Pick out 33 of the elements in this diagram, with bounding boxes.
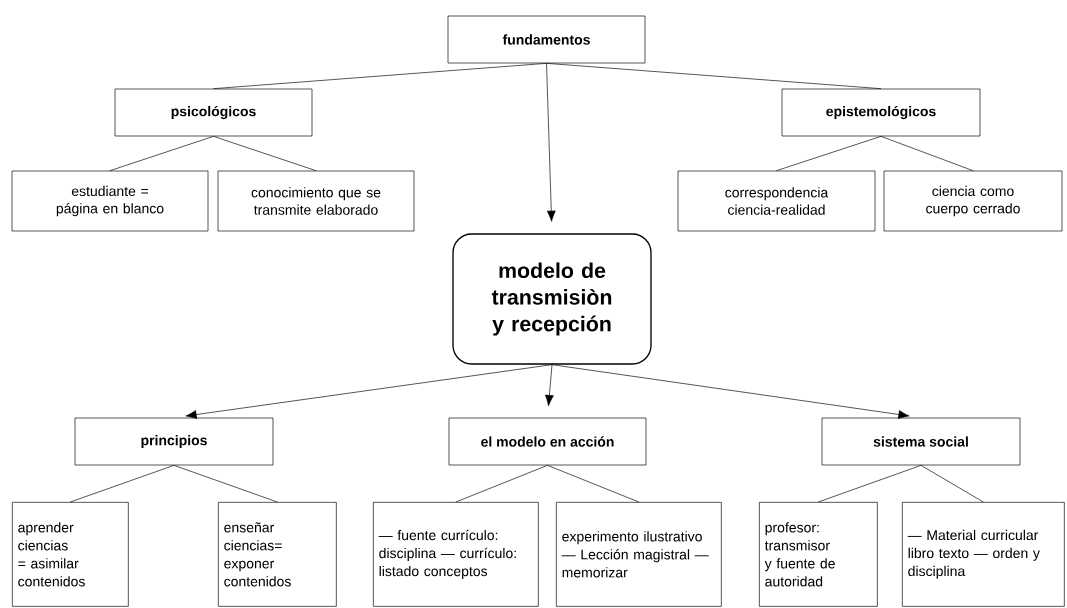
connector-line: [455, 465, 548, 503]
connector-line: [546, 63, 882, 89]
concept-box: conocimiento que se transmite elaborado: [217, 170, 415, 232]
arrow: [551, 364, 910, 419]
connector-line: [547, 465, 640, 503]
connector-line: [70, 465, 175, 503]
concept-box: ciencia como cuerpo cerrado: [883, 170, 1063, 232]
arrow: [545, 364, 554, 407]
concept-box: sistema social: [821, 417, 1021, 466]
concept-box: — fuente currículo: disciplina — currículo: listado conceptos: [373, 502, 539, 607]
connector-line: [818, 465, 922, 503]
concept-box: experimento ilustrativo — Lección magistral — memorizar: [556, 502, 722, 607]
concept-box: correspondencia ciencia-realidad: [677, 170, 876, 232]
connector-line: [776, 136, 882, 171]
connector-line: [109, 136, 214, 171]
concept-box: el modelo en acción: [448, 417, 647, 466]
concept-box: enseñar ciencias= exponer contenidos: [218, 502, 337, 607]
concept-box: — Material curricular libro texto — orden y disciplina: [902, 502, 1065, 607]
connector-line: [920, 465, 984, 503]
concept-box: psicológicos: [114, 88, 313, 137]
concept-box: profesor: transmisor y fuente de autoridad: [759, 502, 878, 607]
concept-box: estudiante = página en blanco: [11, 170, 209, 232]
concept-box: epistemológicos: [781, 88, 981, 137]
connector-line: [880, 136, 974, 171]
rounded-box: modelo de transmisiòn y recepción: [452, 233, 652, 365]
arrow: [185, 364, 553, 419]
connector-line: [213, 63, 547, 89]
concept-box: fundamentos: [447, 15, 646, 64]
arrow: [546, 63, 556, 222]
connector-line: [173, 465, 278, 503]
concept-box: aprender ciencias = asimilar contenidos: [12, 502, 129, 607]
concept-box: principios: [74, 417, 274, 466]
connector-line: [213, 136, 317, 171]
